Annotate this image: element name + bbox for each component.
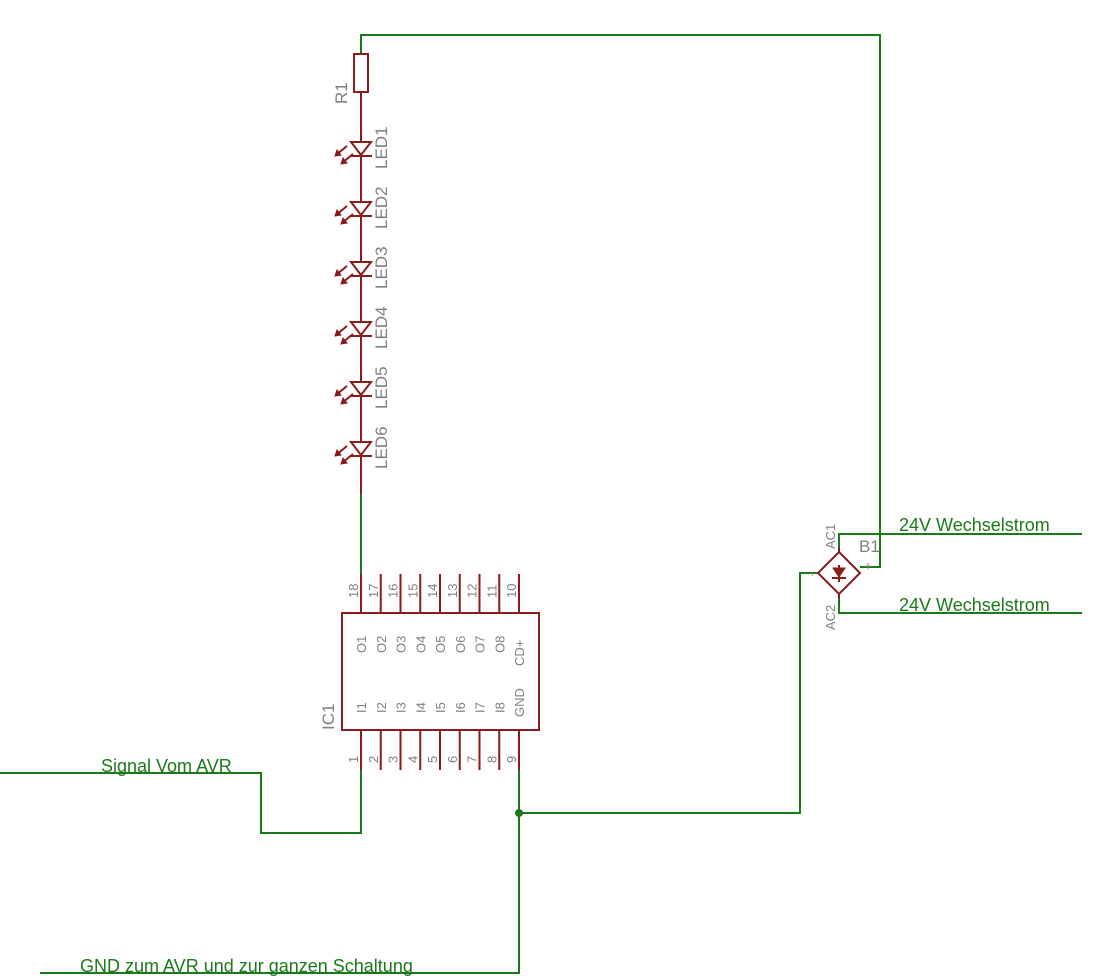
bridge-minus-label: - [804,572,819,576]
led-triangle [348,141,374,157]
wire-ac1 [838,533,1082,552]
ic-pin-number: 9 [504,756,519,763]
ic-pin-label: CD+ [512,640,527,666]
ic-pin-label: I4 [413,702,428,713]
led-1: LED1 [334,126,391,194]
ic-pin-number: 1 [346,756,361,763]
resistor-r1: R1 [332,53,369,134]
ic-pin-number: 4 [405,756,420,763]
ic-pin-number: 13 [445,584,460,598]
led-6: LED6 [334,426,391,494]
ic-pin-label: O1 [354,636,369,653]
ic-pin-label: O3 [394,636,409,653]
ic-pin-label: I8 [492,702,507,713]
ic-pin-label: I7 [473,702,488,713]
ic-pin-number: 12 [465,584,480,598]
ic-pin-number: 11 [484,585,499,599]
ic-pin-number: 2 [366,756,381,763]
ic-pin-number: 10 [504,584,519,598]
led-arrow-head-icon [334,208,342,217]
resistor-label: R1 [332,82,351,104]
wire-supply-top [360,34,881,568]
led-triangle [348,321,374,337]
ic-pin-label: I6 [453,702,468,713]
led-4: LED4 [334,306,391,374]
wire-ac2 [838,594,1082,614]
ic-pin-number: 5 [425,756,440,763]
wire-bridge-minus [519,572,818,814]
ic-pin-label: O5 [433,636,448,653]
ic-pin-label: I1 [354,702,369,713]
ic-pin-label: O8 [492,636,507,653]
ic-pin-number: 14 [425,584,440,598]
led-arrow-head-icon [340,276,348,285]
led-arrow-head-icon [340,336,348,345]
ic-pin-number: 18 [346,584,361,598]
net-label-signal: Signal Vom AVR [101,756,232,776]
led-arrow-head-icon [340,456,348,465]
led-label: LED5 [372,366,391,409]
ic-pin-label: O7 [473,636,488,653]
wire-gnd [40,770,520,974]
led-3: LED3 [334,246,391,314]
ic-pin-label: I3 [394,702,409,713]
led-arrow-head-icon [334,148,342,157]
led-arrow-head-icon [340,216,348,225]
ic-pin-label: O6 [453,636,468,653]
ic-pin-label: GND [512,688,527,717]
led-label: LED3 [372,246,391,289]
led-2: LED2 [334,186,391,254]
ic-pin-label: I2 [374,702,389,713]
led-triangle [348,261,374,277]
ic-pin-number: 6 [445,756,460,763]
ic-label: IC1 [319,704,338,730]
led-arrow-head-icon [334,268,342,277]
net-label-ac-bottom: 24V Wechselstrom [899,595,1050,615]
bridge-b1: B1 AC1 AC2 - + [804,524,880,630]
wires [0,34,1082,974]
ic-pin-number: 16 [386,584,401,598]
led-arrow-head-icon [334,448,342,457]
led-arrow-head-icon [334,328,342,337]
led-triangle [348,381,374,397]
ic-pin-number: 15 [405,584,420,598]
wire-signal [0,770,362,834]
ic-pin-label: O2 [374,636,389,653]
led-label: LED1 [372,126,391,169]
led-triangle [348,201,374,217]
net-labels: 24V Wechselstrom 24V Wechselstrom Signal… [80,515,1050,976]
led-label: LED6 [372,426,391,469]
bridge-label: B1 [859,537,880,556]
resistor-body [353,53,369,93]
ic-pin-number: 3 [386,756,401,763]
ic-pin-label: I5 [433,702,448,713]
ic-pin-number: 8 [484,756,499,763]
ic-pin-number: 7 [465,756,480,763]
net-label-gnd: GND zum AVR und zur ganzen Schaltung [80,956,413,976]
led-label: LED4 [372,306,391,349]
bridge-ac1-label: AC1 [823,524,838,549]
net-label-ac-top: 24V Wechselstrom [899,515,1050,535]
bridge-plus-label: + [860,562,875,570]
led-5: LED5 [334,366,391,434]
bridge-ac2-label: AC2 [823,605,838,630]
ic-pin-label: O4 [413,636,428,653]
led-label: LED2 [372,186,391,229]
ic-pin-number: 17 [366,584,381,598]
led-arrow-head-icon [340,396,348,405]
led-arrow-head-icon [334,388,342,397]
led-arrow-head-icon [340,156,348,165]
led-triangle [348,441,374,457]
junction-dot [515,809,523,817]
